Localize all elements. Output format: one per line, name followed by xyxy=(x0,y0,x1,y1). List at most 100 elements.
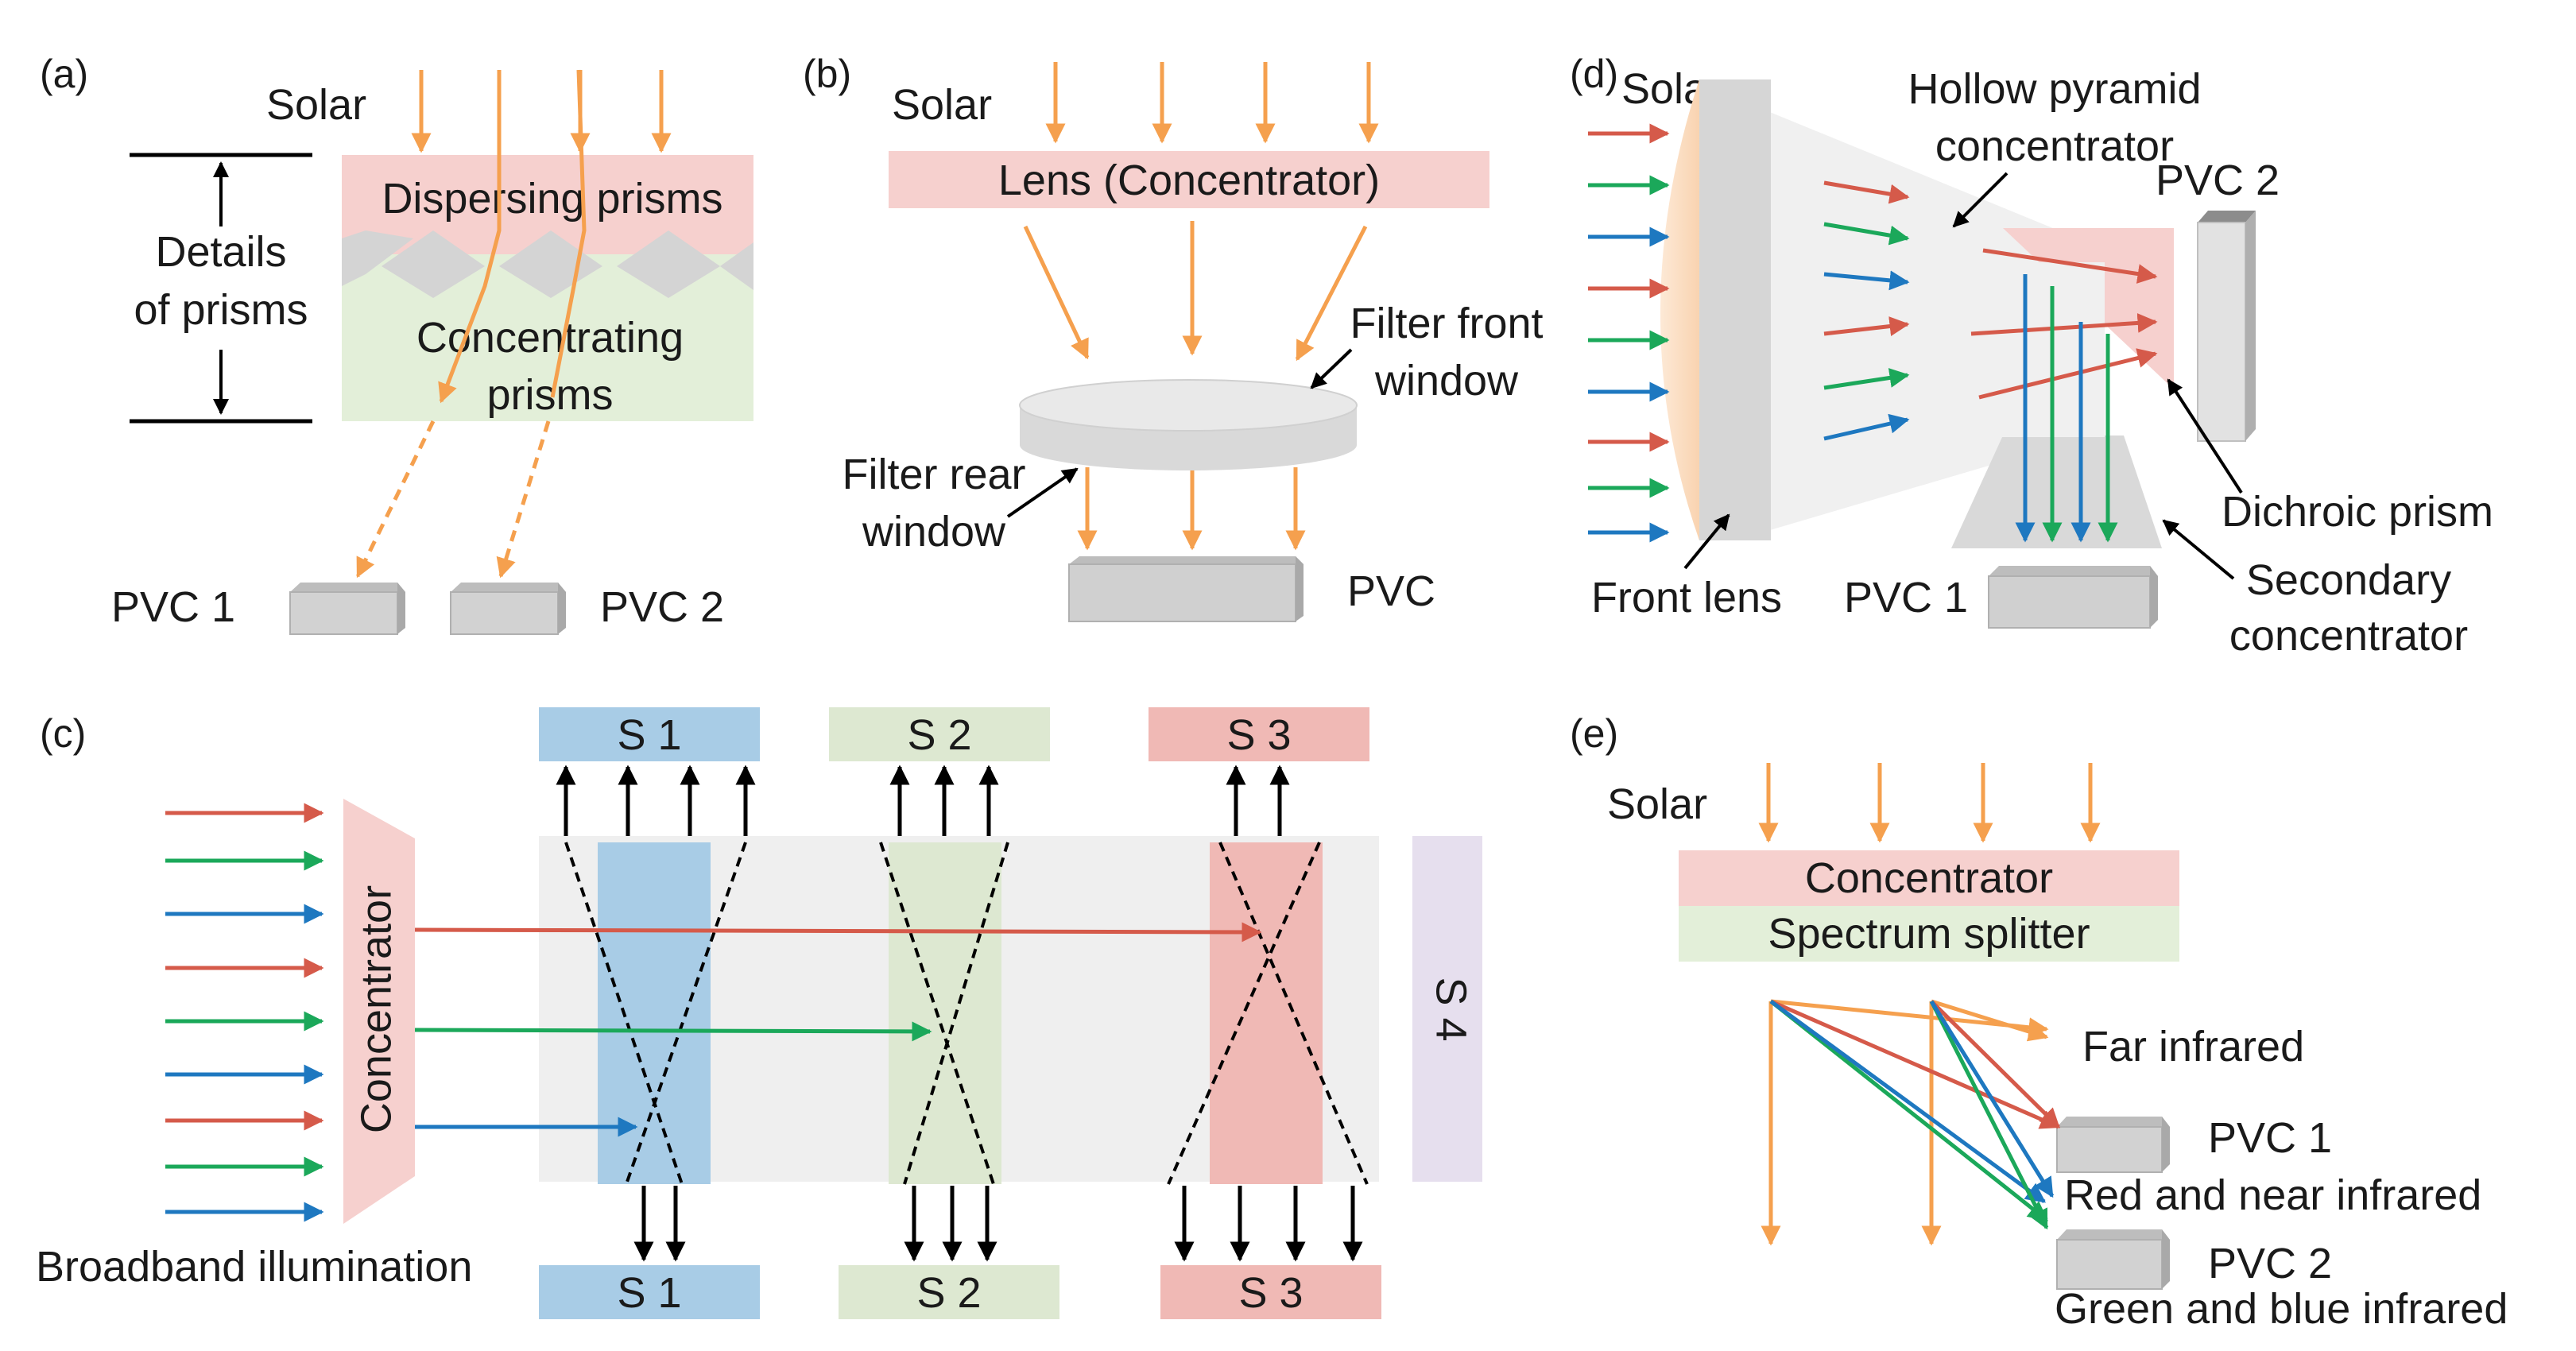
pvc1-block xyxy=(289,583,405,635)
green-light-arrow xyxy=(1823,368,1910,390)
prism-shape xyxy=(382,230,485,298)
pvc2-block xyxy=(450,583,566,635)
green-blue-infrared-label: Green and blue infrared xyxy=(2055,1285,2508,1333)
secondary-concentrator-label: concentrator xyxy=(2229,612,2468,660)
secondary-concentrator-label: Secondary xyxy=(2246,556,2451,604)
panel-c-label: (c) xyxy=(40,711,86,756)
broadband-illumination-label: Broadband illumination xyxy=(36,1243,472,1291)
panel-b-solar-label: Solar xyxy=(892,81,992,129)
pvc1-label: PVC 1 xyxy=(111,583,235,631)
pvc1-label: PVC 1 xyxy=(1844,574,1968,621)
s2-top-label: S 2 xyxy=(907,711,971,759)
concentrator-label: Concentrator xyxy=(1805,854,2053,902)
pvc2-label: PVC 2 xyxy=(2208,1240,2332,1287)
dashed-cross-line xyxy=(625,842,747,1185)
panel-e-solar-label: Solar xyxy=(1607,780,1707,828)
prism-shape xyxy=(342,230,413,286)
lens-concentrator-box xyxy=(889,151,1489,208)
lens-concentrator-label: Lens (Concentrator) xyxy=(998,157,1380,204)
panel-d-label: (d) xyxy=(1570,52,1618,96)
details-label: Details xyxy=(155,228,286,276)
dashed-ray-arrow xyxy=(496,420,551,579)
far-infrared-label: Far infrared xyxy=(2082,1023,2304,1070)
prism-shape xyxy=(720,242,753,290)
green-light-arrow xyxy=(1929,1000,2049,1230)
blue-light-arrow xyxy=(1769,999,2047,1204)
dashed-ray-arrow xyxy=(355,420,436,579)
prism-shape xyxy=(617,230,720,298)
panel-a: (a) Solar Dispersing prisms Concentratin… xyxy=(40,52,753,635)
details-label: of prisms xyxy=(134,286,308,334)
dashed-cross-line xyxy=(564,842,684,1185)
red-light-arrow xyxy=(1823,316,1910,336)
concentrator-block xyxy=(343,799,415,1224)
green-light-arrow xyxy=(1769,1000,2048,1221)
s1-bottom-label: S 1 xyxy=(617,1269,681,1317)
dispersing-prisms-label: Dispersing prisms xyxy=(382,175,722,223)
red-light-arrow xyxy=(1823,180,1910,204)
front-lens-label: Front lens xyxy=(1591,574,1782,621)
s2-bottom-box xyxy=(839,1265,1059,1319)
concentrator-label: Concentrator xyxy=(352,885,400,1133)
red-light-arrow xyxy=(1970,312,2158,336)
spectrum-splitter-label: Spectrum splitter xyxy=(1768,910,2090,958)
converging-ray-arrow xyxy=(1023,225,1090,360)
red-light-arrow xyxy=(414,922,1262,943)
filter-rear-label: window xyxy=(862,508,1006,555)
red-near-infrared-label: Red and near infrared xyxy=(2064,1171,2481,1219)
pvc2-label: PVC 2 xyxy=(2156,157,2280,204)
converging-ray-arrow xyxy=(1295,225,1368,362)
s3-top-label: S 3 xyxy=(1226,711,1291,759)
dashed-cross-line xyxy=(1167,842,1321,1185)
filter-front-label: Filter front xyxy=(1350,300,1543,347)
red-light-arrow xyxy=(1930,1000,2060,1128)
pvc1-block xyxy=(2056,1117,2170,1173)
panel-e-label: (e) xyxy=(1570,711,1618,756)
hollow-pyramid-label: Hollow pyramid xyxy=(1908,65,2201,113)
filter-front-pointer xyxy=(1310,348,1353,389)
blue-light-arrow xyxy=(1823,413,1910,441)
front-lens xyxy=(1660,79,1699,540)
concentrating-prisms-label: prisms xyxy=(487,371,614,419)
red-light-arrow xyxy=(1978,348,2158,400)
blue-light-arrow xyxy=(1823,270,1910,291)
s2-top-box xyxy=(829,707,1050,761)
dichroic-prism-pointer xyxy=(2167,378,2243,494)
hollow-pyramid-label: concentrator xyxy=(1935,122,2174,170)
s2-bottom-label: S 2 xyxy=(916,1269,981,1317)
dashed-cross-line xyxy=(1218,842,1369,1185)
s3-bottom-box xyxy=(1160,1265,1381,1319)
s1-top-label: S 1 xyxy=(617,711,681,759)
secondary-concentrator-pointer xyxy=(2162,519,2235,580)
blue-light-arrow xyxy=(1929,1000,2055,1198)
far-ir-ray-arrow xyxy=(1931,999,2049,1042)
pvc1-block xyxy=(1988,566,2158,629)
s3-bottom-label: S 3 xyxy=(1238,1269,1303,1317)
refracted-ray xyxy=(550,69,587,398)
panel-c: (c) S 1 S 2 S 3 S 1 S 2 S 3 S 4 xyxy=(36,707,1482,1319)
s3-top-box xyxy=(1149,707,1369,761)
red-light-arrow xyxy=(1982,248,2158,284)
hollow-pyramid-pointer xyxy=(1952,172,2009,228)
front-lens-plate xyxy=(1699,79,1771,540)
filter-rear-pointer xyxy=(1006,467,1079,518)
pvc-block xyxy=(1068,556,1303,622)
pvc1-label: PVC 1 xyxy=(2208,1114,2332,1162)
filter-front-label: window xyxy=(1374,357,1519,405)
panel-d: (d) Solar xyxy=(1570,52,2493,660)
panel-a-solar-label: Solar xyxy=(266,81,366,129)
spectrum-splitter-box xyxy=(1679,906,2179,962)
s1-top-box xyxy=(539,707,760,761)
concentrator-box xyxy=(1679,850,2179,906)
dashed-cross-line xyxy=(879,842,995,1185)
s1-bottom-box xyxy=(539,1265,760,1319)
green-light-arrow xyxy=(1823,222,1910,246)
s4-strip xyxy=(1412,836,1482,1182)
green-light-arrow xyxy=(414,1021,932,1042)
pvc2-label: PVC 2 xyxy=(600,583,724,631)
dashed-cross-line xyxy=(903,842,1009,1185)
s4-label: S 4 xyxy=(1427,977,1475,1041)
panel-b-label: (b) xyxy=(803,52,851,96)
panel-b: (b) Solar Lens (Concentrator) PVC Filter… xyxy=(803,52,1544,622)
